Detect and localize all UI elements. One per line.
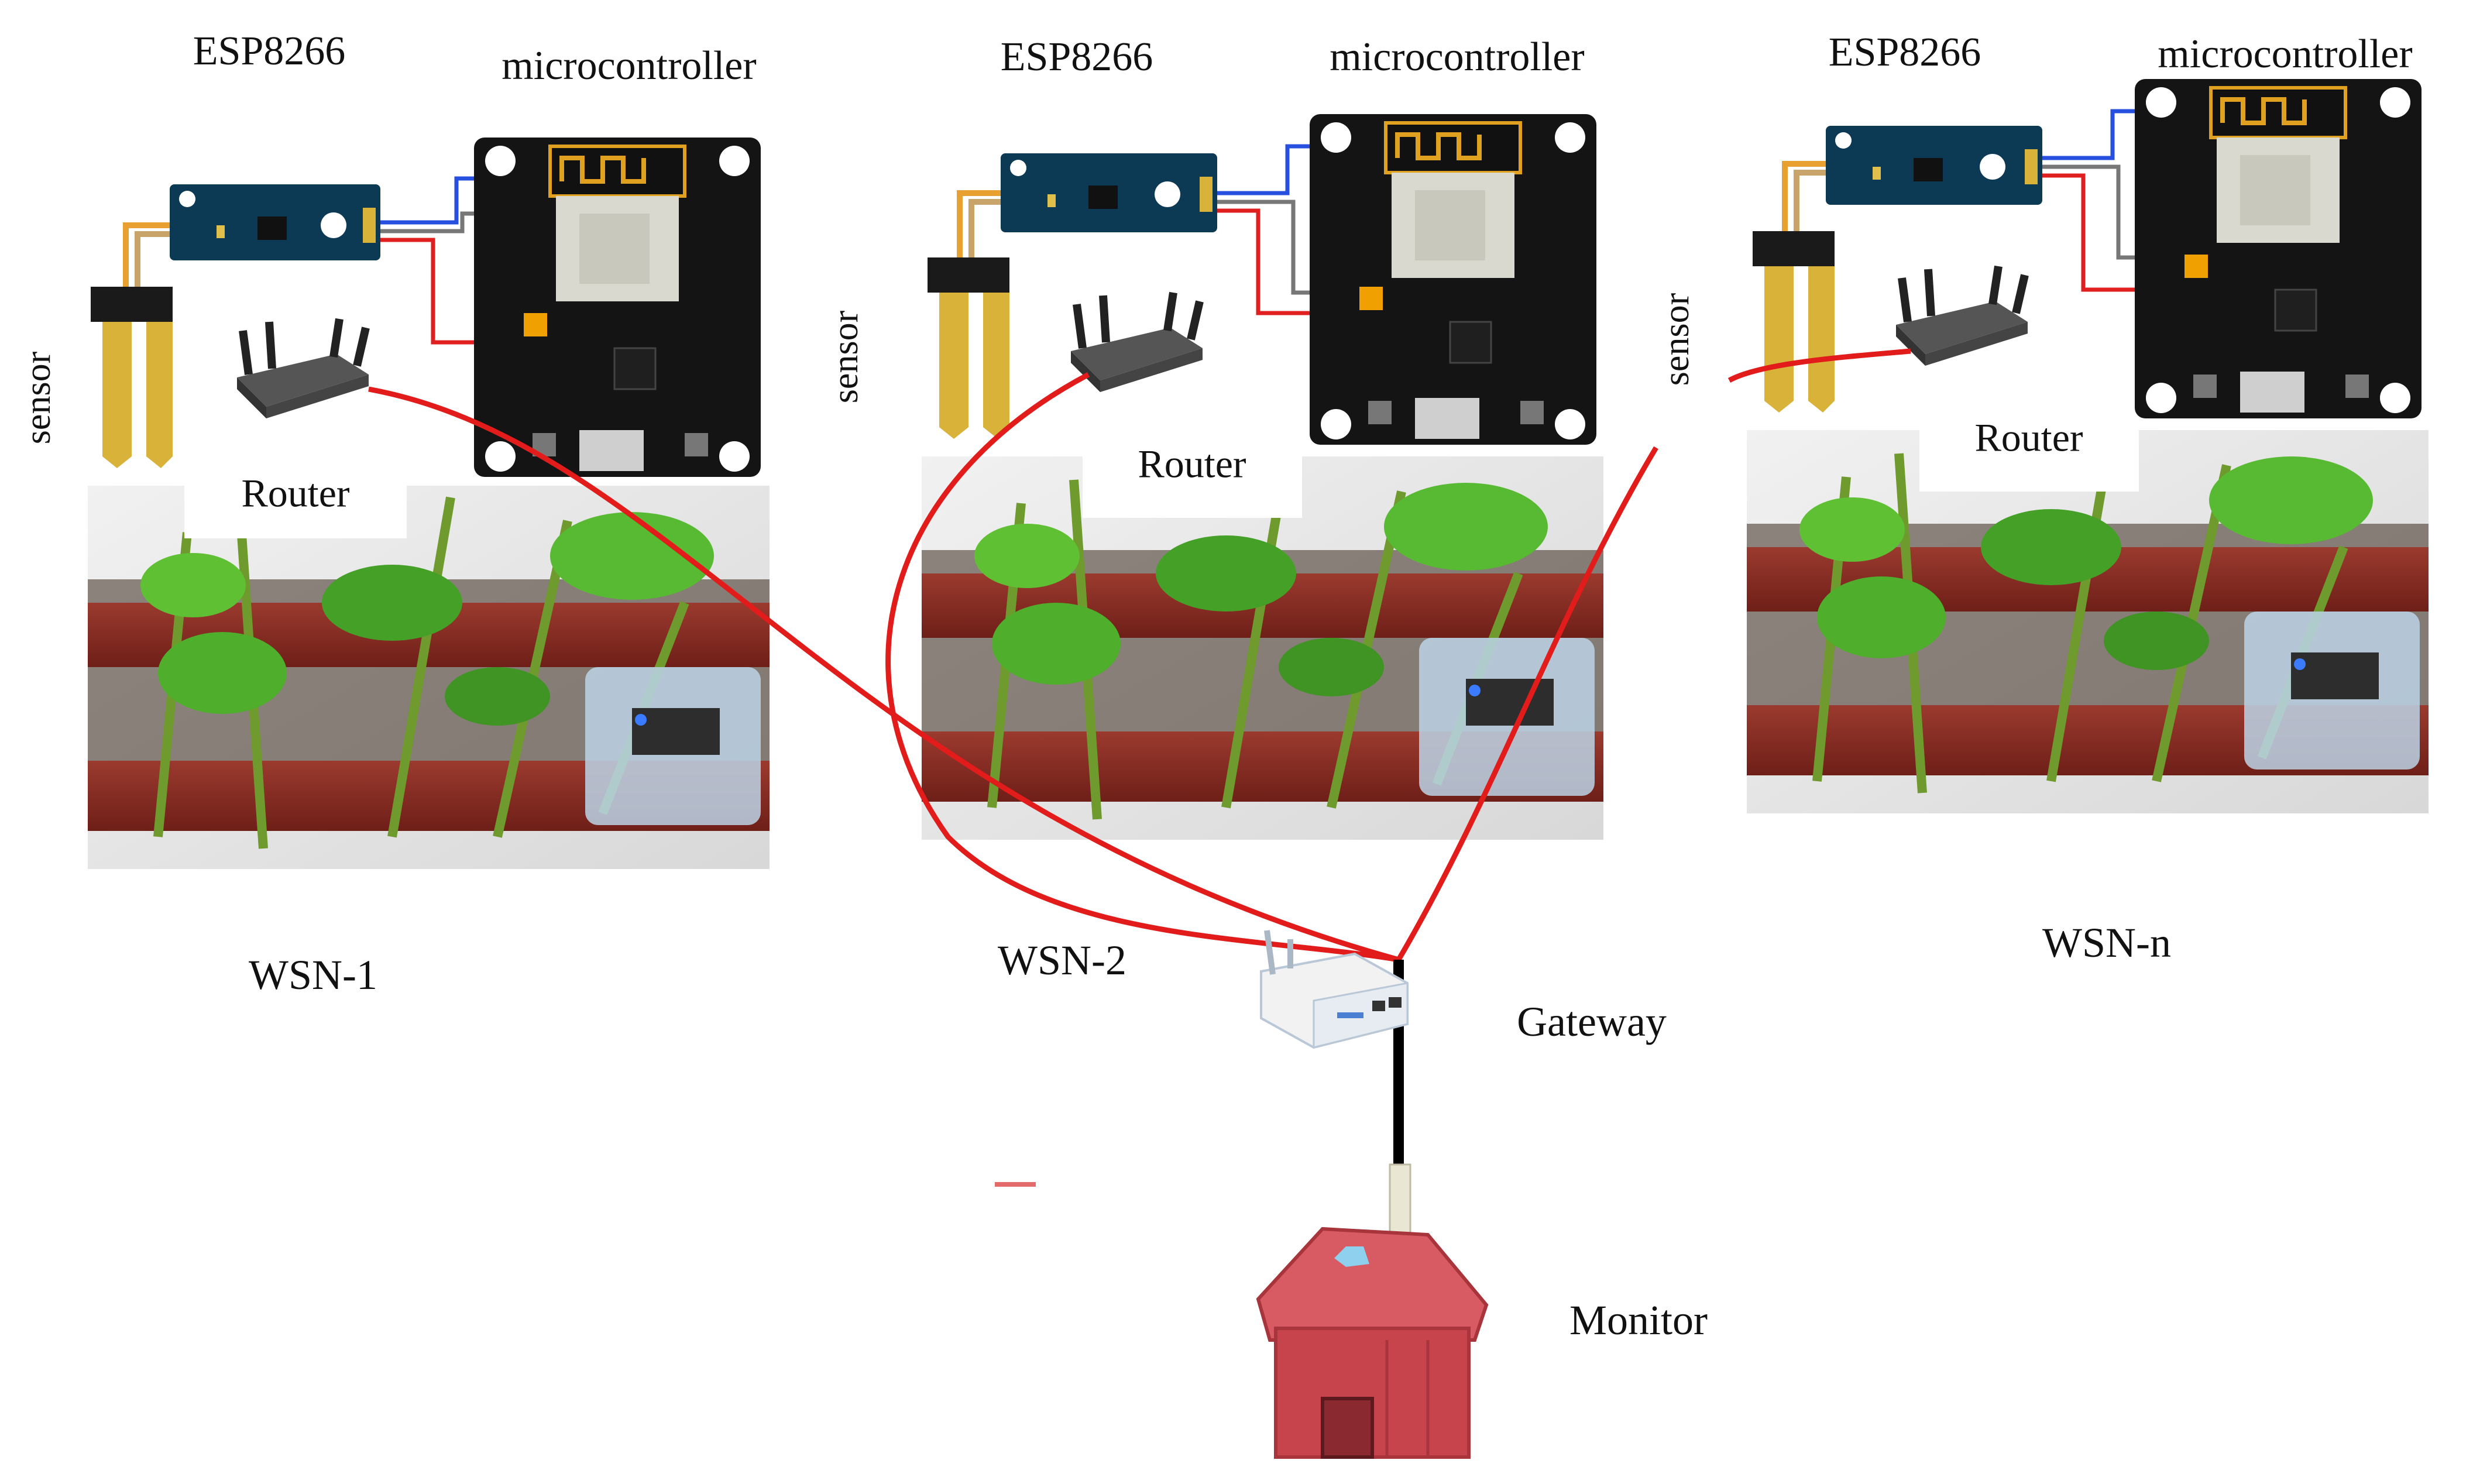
mcu-label: microcontroller [1330,35,1584,80]
router-icon [1071,291,1204,392]
nodemcu-board-icon [1310,114,1596,445]
router-icon [1896,265,2029,366]
network-label: WSN-2 [998,937,1126,984]
plant-photo [88,486,770,869]
gateway-icon [1260,930,1409,1049]
esp8266-module-icon [170,184,380,260]
mcu-label: microcontroller [2158,32,2412,77]
esp-label: ESP8266 [1001,35,1153,80]
plant-photo [1747,430,2429,813]
esp-label: ESP8266 [193,29,346,74]
soil-sensor-icon [928,257,1009,439]
monitor-label: Monitor [1569,1297,1708,1344]
link-wsn-2-gateway [885,372,1399,963]
wsn-node-n: Router sensor ESP8266 [1657,30,2429,966]
soil-sensor-icon [1753,231,1835,413]
barn-icon [1256,1163,1489,1459]
link-wsn-1-gateway [368,386,1400,963]
mcu-label: microcontroller [502,43,756,88]
esp8266-module-icon [1001,153,1217,232]
wsn-node-2: Router sensor ESP8266 [826,35,1603,984]
stray-mark [995,1182,1036,1187]
network-label: WSN-n [2042,919,2171,966]
router-label-box [1919,404,2139,492]
wsn-node-1: Router sensor ESP8266 [18,29,770,998]
router-icon [237,318,370,418]
router-label-box [1083,430,1302,518]
nodemcu-board-icon [474,138,761,477]
sensor-label: sensor [826,310,865,403]
soil-sensor-icon [91,287,173,468]
router-label: Router [1974,415,2083,460]
sensor-label: sensor [1657,293,1696,386]
esp-label: ESP8266 [1829,30,1981,75]
router-label: Router [241,471,349,516]
link-wsn-n-gateway [1727,348,1911,383]
plant-photo [922,456,1603,840]
sensor-label: sensor [18,351,58,444]
gateway-label: Gateway [1517,998,1667,1045]
router-label: Router [1138,442,1246,486]
esp8266-module-icon [1826,126,2042,205]
link-wsn-n-gateway-b [1396,446,1658,961]
router-label-box [184,456,407,538]
nodemcu-board-icon [2135,79,2422,418]
wireless-links [368,348,1911,963]
network-label: WSN-1 [249,951,377,998]
